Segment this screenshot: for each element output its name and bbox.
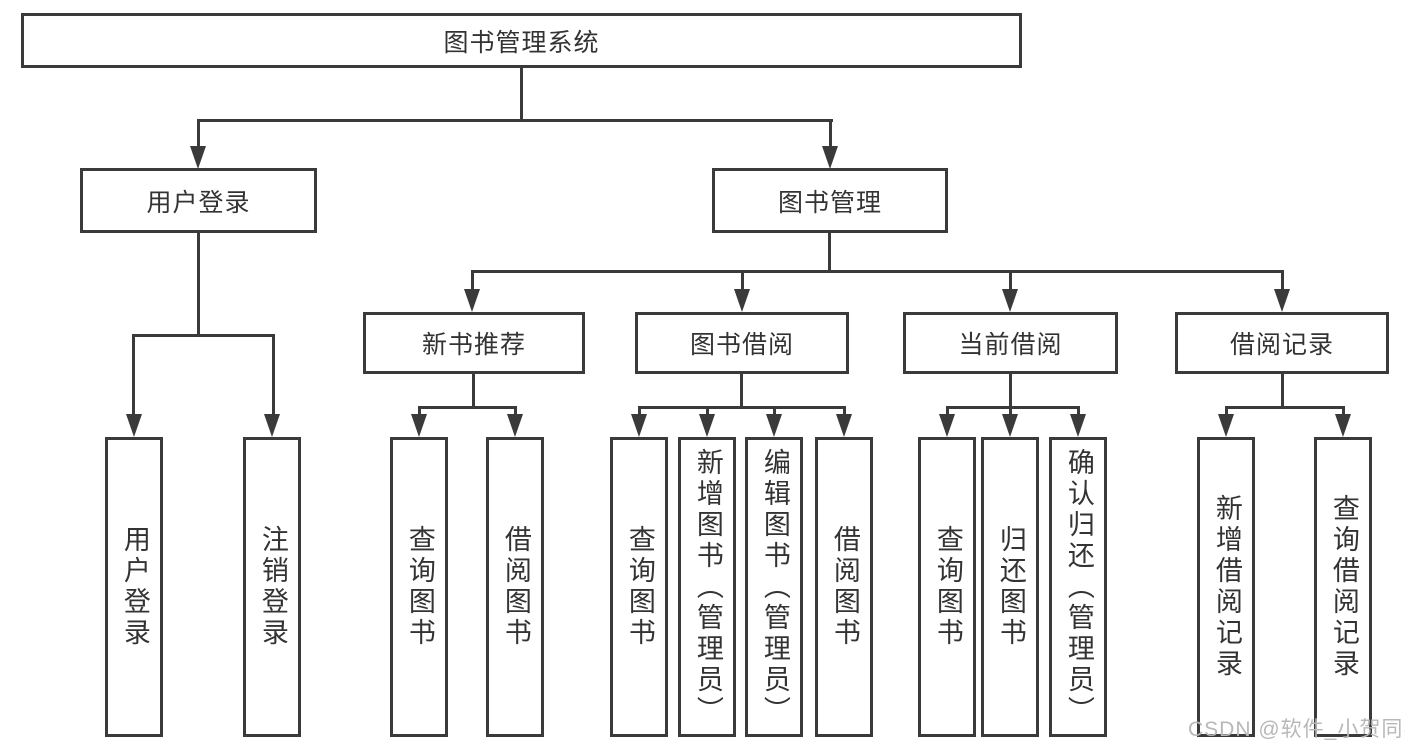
leaf-recommend-query-books-label: 查询图书 (404, 525, 435, 649)
connector-borrowing-stub-4 (843, 406, 846, 416)
node-root-system-label: 图书管理系统 (443, 28, 600, 57)
connector-recommend-hline (419, 406, 517, 409)
node-borrowing-records-label: 借阅记录 (1229, 331, 1334, 359)
arrow-down-icon (1335, 414, 1351, 437)
connector-root-stub-left (197, 119, 200, 148)
leaf-current-confirm-return-admin: 确认归还（管理员） (1049, 437, 1107, 737)
connector-recommend-stub-2 (514, 406, 517, 416)
leaf-current-return-books-label: 归还图书 (995, 525, 1026, 649)
leaf-borrowing-edit-books-admin-label: 编辑图书（管理员） (759, 447, 790, 727)
leaf-current-confirm-return-admin-label: 确认归还（管理员） (1063, 447, 1094, 727)
leaf-records-query-record: 查询借阅记录 (1314, 437, 1372, 737)
arrow-down-icon (507, 414, 523, 437)
leaf-current-query-books-label: 查询图书 (932, 525, 963, 649)
leaf-records-query-record-label: 查询借阅记录 (1328, 494, 1359, 680)
node-user-login-label: 用户登录 (146, 188, 251, 217)
connector-borrowing-vline (740, 374, 743, 408)
node-current-borrowing-label: 当前借阅 (958, 331, 1063, 359)
leaf-records-add-record-label: 新增借阅记录 (1211, 494, 1242, 680)
node-book-borrowing: 图书借阅 (635, 312, 849, 374)
connector-userlogin-stub-left (132, 334, 135, 416)
connector-bookmgmt-vline (828, 233, 831, 272)
leaf-user-login-label: 用户登录 (119, 525, 150, 649)
connector-current-vline (1009, 374, 1012, 408)
connector-userlogin-stub-right (272, 334, 275, 416)
connector-userlogin-vline (197, 233, 200, 337)
connector-userlogin-hline (132, 334, 275, 337)
arrow-down-icon (699, 414, 715, 437)
leaf-borrowing-add-books-admin-label: 新增图书（管理员） (692, 447, 723, 727)
arrow-down-icon (631, 414, 647, 437)
arrow-down-icon (766, 414, 782, 437)
connector-borrowing-stub-1 (638, 406, 641, 416)
node-new-book-recommend-label: 新书推荐 (421, 331, 526, 359)
arrow-down-icon (264, 414, 280, 437)
leaf-logout-login: 注销登录 (243, 437, 301, 737)
leaf-recommend-borrow-books: 借阅图书 (486, 437, 544, 737)
arrow-down-icon (822, 146, 838, 169)
leaf-records-add-record: 新增借阅记录 (1197, 437, 1255, 737)
node-current-borrowing: 当前借阅 (903, 312, 1118, 374)
node-user-login: 用户登录 (80, 168, 317, 233)
connector-current-hline (947, 406, 1078, 409)
arrow-down-icon (1274, 289, 1290, 312)
node-book-management: 图书管理 (712, 168, 948, 233)
leaf-borrowing-borrow-books-label: 借阅图书 (829, 525, 860, 649)
arrow-down-icon (464, 289, 480, 312)
leaf-logout-login-label: 注销登录 (257, 525, 288, 649)
arrow-down-icon (1070, 414, 1086, 437)
connector-recommend-stub-1 (418, 406, 421, 416)
connector-records-vline (1281, 374, 1284, 408)
node-borrowing-records: 借阅记录 (1175, 312, 1389, 374)
leaf-user-login: 用户登录 (105, 437, 163, 737)
leaf-current-query-books: 查询图书 (918, 437, 976, 737)
arrow-down-icon (1002, 414, 1018, 437)
connector-current-stub-1 (946, 406, 949, 416)
connector-root-hline (197, 119, 833, 122)
connector-borrowing-stub-3 (773, 406, 776, 416)
connector-current-stub-3 (1077, 406, 1080, 416)
connector-borrowing-hline (639, 406, 845, 409)
node-new-book-recommend: 新书推荐 (363, 312, 585, 374)
leaf-borrowing-query-books-label: 查询图书 (624, 525, 655, 649)
leaf-current-return-books: 归还图书 (981, 437, 1039, 737)
connector-records-stub-1 (1225, 406, 1228, 416)
connector-recommend-vline (472, 374, 475, 408)
arrow-down-icon (1002, 289, 1018, 312)
connector-root-stub-right (829, 119, 832, 148)
arrow-down-icon (411, 414, 427, 437)
csdn-watermark: CSDN @软件_小贺同学 (1188, 718, 1405, 741)
connector-bookmgmt-stub-1 (471, 270, 474, 291)
leaf-borrowing-add-books-admin: 新增图书（管理员） (678, 437, 736, 737)
arrow-down-icon (1218, 414, 1234, 437)
node-book-borrowing-label: 图书借阅 (689, 331, 794, 359)
connector-records-stub-2 (1342, 406, 1345, 416)
connector-bookmgmt-stub-2 (741, 270, 744, 291)
leaf-borrowing-borrow-books: 借阅图书 (815, 437, 873, 737)
connector-borrowing-stub-2 (706, 406, 709, 416)
connector-bookmgmt-stub-4 (1281, 270, 1284, 291)
arrow-down-icon (939, 414, 955, 437)
arrow-down-icon (126, 414, 142, 437)
connector-bookmgmt-stub-3 (1009, 270, 1012, 291)
arrow-down-icon (190, 146, 206, 169)
node-root-system: 图书管理系统 (21, 13, 1022, 68)
connector-records-hline (1226, 406, 1344, 409)
leaf-recommend-borrow-books-label: 借阅图书 (500, 525, 531, 649)
leaf-borrowing-edit-books-admin: 编辑图书（管理员） (745, 437, 803, 737)
leaf-recommend-query-books: 查询图书 (390, 437, 448, 737)
arrow-down-icon (734, 289, 750, 312)
node-book-management-label: 图书管理 (777, 188, 882, 217)
connector-current-stub-2 (1009, 406, 1012, 416)
connector-root-vline (520, 68, 523, 121)
connector-bookmgmt-hline (471, 270, 1284, 273)
leaf-borrowing-query-books: 查询图书 (610, 437, 668, 737)
arrow-down-icon (836, 414, 852, 437)
